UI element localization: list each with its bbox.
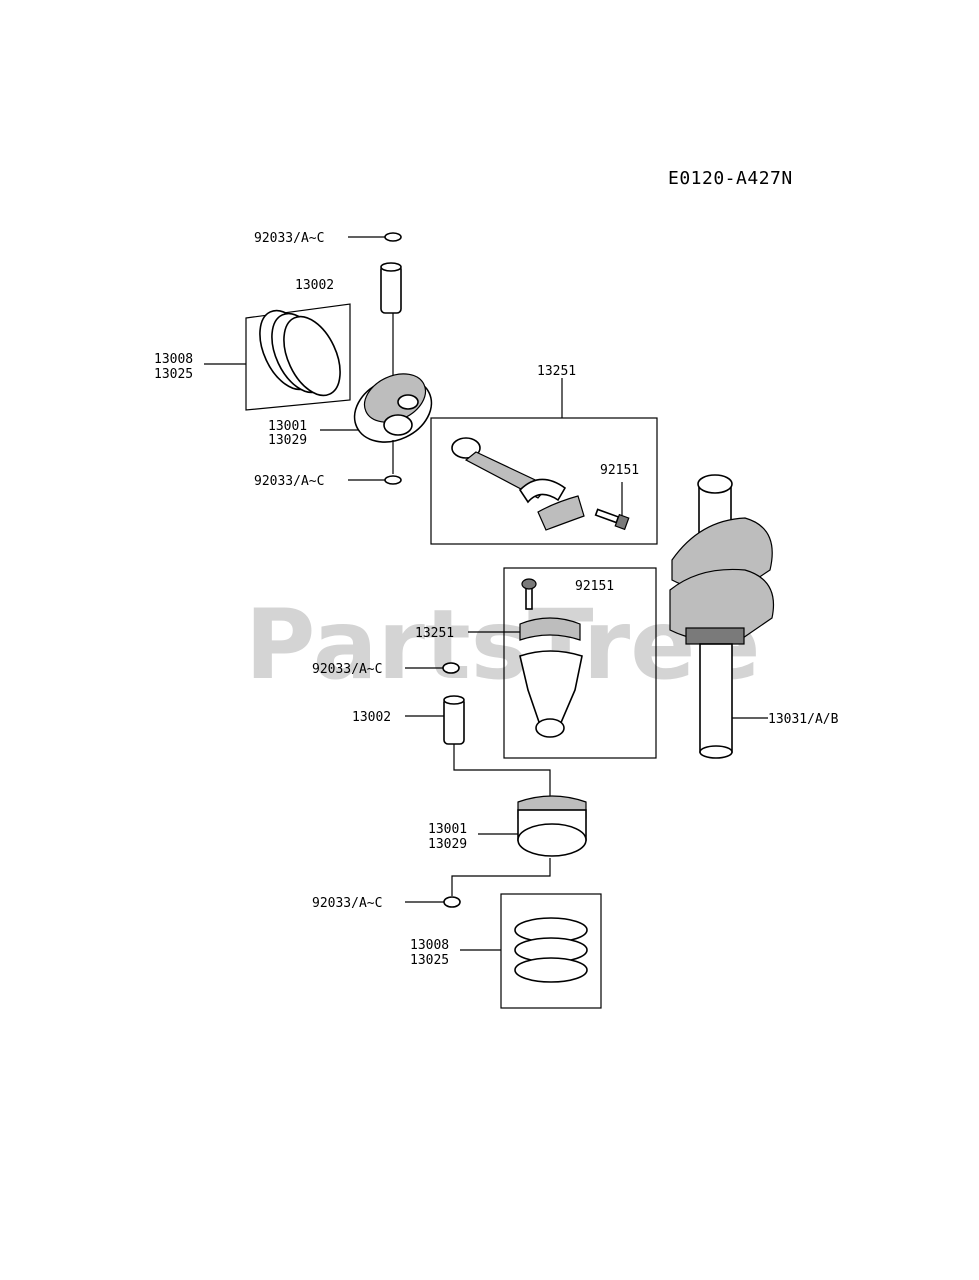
diagram-code: E0120-A427N — [668, 168, 793, 189]
label-piston-top-b[interactable]: 13029 — [268, 433, 307, 448]
label-ring-set-top-a[interactable]: 13008 — [154, 352, 193, 367]
label-piston-pin-top[interactable]: 13002 — [295, 278, 334, 293]
snap-ring-top-1[interactable] — [384, 232, 402, 242]
piston-bottom[interactable] — [517, 795, 587, 857]
label-bolt-bottom[interactable]: 92151 — [575, 579, 614, 594]
label-piston-pin-bottom[interactable]: 13002 — [352, 710, 391, 725]
piston-ring-set-top[interactable] — [245, 302, 352, 411]
piston-ring-set-bottom[interactable] — [500, 893, 602, 1009]
label-piston-top-a[interactable]: 13001 — [268, 419, 307, 434]
piston-pin-bottom[interactable] — [443, 695, 465, 745]
piston-pin-top[interactable] — [380, 262, 402, 314]
crankshaft[interactable] — [669, 474, 775, 759]
connecting-rod-top[interactable] — [430, 417, 658, 545]
label-snap-ring-top-2[interactable]: 92033/A~C — [254, 474, 324, 489]
label-crankshaft[interactable]: 13031/A/B — [768, 712, 839, 727]
label-piston-bottom-b[interactable]: 13029 — [428, 837, 467, 852]
label-bolt-top[interactable]: 92151 — [600, 463, 639, 478]
conrod-bolt-top[interactable] — [594, 508, 630, 531]
label-snap-ring-bottom-2[interactable]: 92033/A~C — [312, 896, 382, 911]
piston-top[interactable] — [344, 365, 442, 455]
label-piston-bottom-a[interactable]: 13001 — [428, 822, 467, 837]
connecting-rod-bottom[interactable] — [503, 567, 657, 759]
label-ring-set-bottom-b[interactable]: 13025 — [410, 953, 449, 968]
snap-ring-top-2[interactable] — [384, 475, 402, 485]
snap-ring-bottom-2[interactable] — [443, 896, 461, 908]
label-conrod-bottom[interactable]: 13251 — [415, 626, 454, 641]
label-ring-set-top-b[interactable]: 13025 — [154, 367, 193, 382]
label-conrod-top[interactable]: 13251 — [537, 364, 576, 379]
label-ring-set-bottom-a[interactable]: 13008 — [410, 938, 449, 953]
snap-ring-bottom-1[interactable] — [442, 662, 460, 674]
label-snap-ring-bottom-1[interactable]: 92033/A~C — [312, 662, 382, 677]
label-snap-ring-top-1[interactable]: 92033/A~C — [254, 231, 324, 246]
